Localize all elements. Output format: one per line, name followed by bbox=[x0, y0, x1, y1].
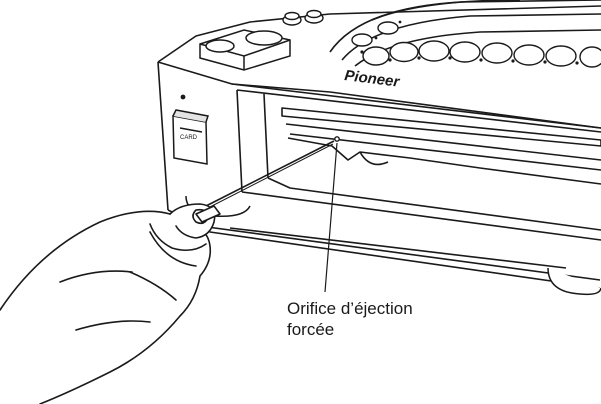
top-left-button-block bbox=[199, 29, 291, 71]
card-slot bbox=[172, 109, 209, 165]
player-top-surface bbox=[157, 5, 601, 129]
hand bbox=[0, 203, 221, 404]
force-eject-hole bbox=[334, 136, 340, 142]
disc-slot-panel bbox=[236, 89, 601, 241]
callout-leader-line bbox=[324, 142, 338, 293]
card-slot-label: CARD bbox=[180, 135, 198, 141]
callout-line-2: forcée bbox=[287, 320, 335, 339]
force-eject-callout-label: Orifice d’éjection forcée bbox=[287, 298, 413, 340]
jog-dial-ring-holes bbox=[351, 21, 601, 68]
indicator-led bbox=[180, 94, 186, 100]
jog-dial-dots bbox=[360, 20, 579, 65]
brand-logo: Pioneer bbox=[344, 67, 402, 91]
callout-line-1: Orifice d’éjection bbox=[287, 299, 413, 318]
ejection-pin bbox=[205, 140, 335, 210]
disc-slot bbox=[281, 107, 601, 185]
small-round-buttons bbox=[282, 9, 324, 26]
